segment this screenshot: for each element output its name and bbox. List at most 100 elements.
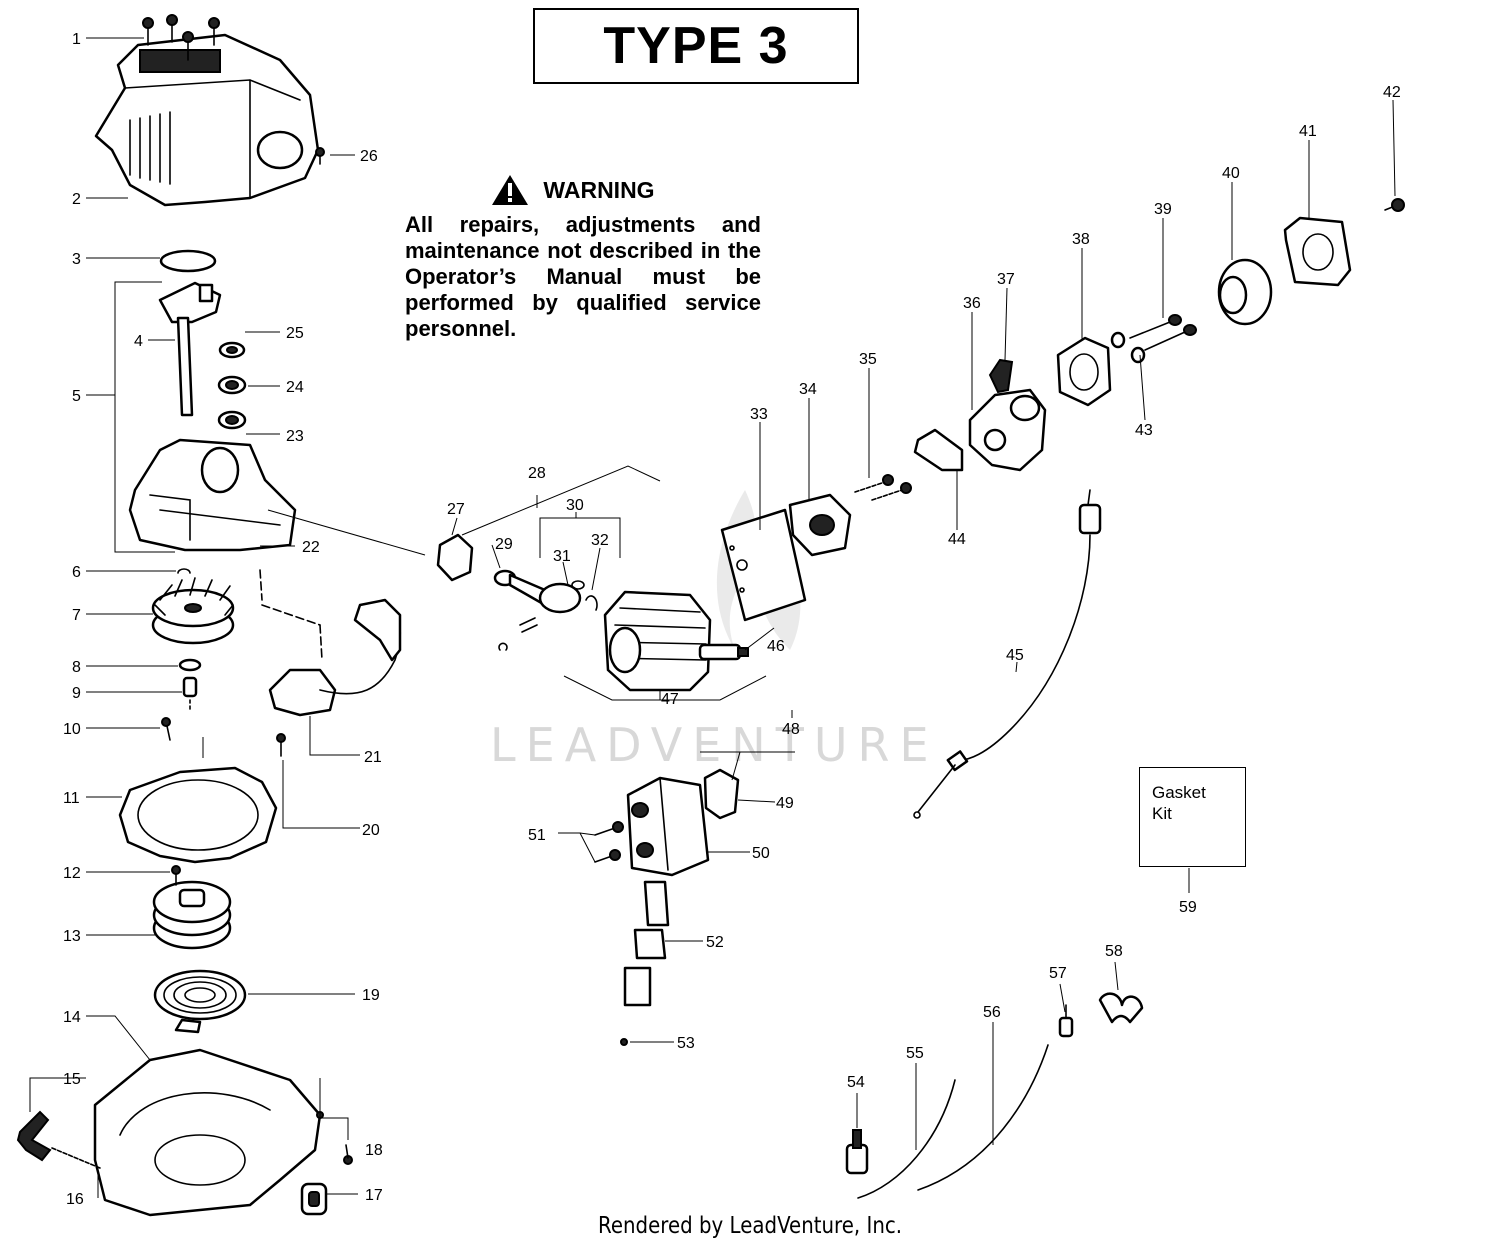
callout-23: 23 [286,428,304,445]
intake-screws-part [854,474,912,501]
crankshaft-part [158,281,222,417]
callout-13: 13 [63,928,81,945]
cover-screws-part [142,14,325,165]
callout-15: 15 [63,1071,81,1088]
spark-plug-part [698,643,749,661]
starter-plate-part [118,766,278,864]
callout-10: 10 [63,721,81,738]
gasket-kit-box: Gasket Kit [1139,767,1246,867]
diagram-title: TYPE 3 [603,17,789,75]
bearings-part [217,341,247,430]
flywheel-part [151,577,235,645]
callout-38: 38 [1072,231,1090,248]
callout-2: 2 [72,191,81,208]
callout-44: 44 [948,531,966,548]
callout-47: 47 [661,691,679,708]
fuel-filter-part [845,1129,869,1175]
callout-9: 9 [72,685,81,702]
callout-34: 34 [799,381,817,398]
crankcase-part [128,438,297,552]
callout-26: 26 [360,148,378,165]
cylinder-part [603,590,712,692]
starter-housing-part [93,1048,324,1217]
callout-29: 29 [495,536,513,553]
fuel-line-long-part [917,1044,1049,1191]
callout-32: 32 [591,532,609,549]
gasket-kit-label-line1: Gasket [1152,783,1206,802]
air-filter-element-part [1217,258,1273,326]
carburetor-part [968,358,1047,472]
callout-labels: 1 2 3 4 5 6 7 8 9 10 11 12 13 14 15 16 1… [63,31,1401,1208]
muffler-gasket-part [703,768,740,820]
callout-50: 50 [752,845,770,862]
callout-57: 57 [1049,965,1067,982]
carburetor-gasket-part [913,428,964,472]
callout-43: 43 [1135,422,1153,439]
muffler-small-screw-part [620,1038,628,1046]
callout-33: 33 [750,406,768,423]
ignition-module-part [259,569,402,757]
callout-54: 54 [847,1074,865,1091]
callout-35: 35 [859,351,877,368]
cylinder-gasket-part [436,533,474,582]
washer-sleeve-screw-part [161,658,202,741]
callout-6: 6 [72,564,81,581]
warning-notice: WARNING All repairs, adjustments and mai… [405,174,761,342]
callout-58: 58 [1105,943,1123,960]
callout-45: 45 [1006,647,1024,664]
fuel-vent-part [1058,1004,1074,1038]
warning-heading: WARNING [543,176,655,203]
engine-cover-part [94,33,320,207]
callout-55: 55 [906,1045,924,1062]
callout-7: 7 [72,607,81,624]
callout-30: 30 [566,497,584,514]
watermark: LEADVENTURE [490,718,939,772]
callout-40: 40 [1222,165,1240,182]
circlip-part [177,568,191,574]
callout-3: 3 [72,251,81,268]
callout-31: 31 [553,548,571,565]
callout-36: 36 [963,295,981,312]
callout-1: 1 [72,31,81,48]
housing-screw-grommet-part [300,1144,353,1216]
fuel-line-short-part [857,1079,956,1199]
muffler-screws-part [594,821,624,863]
callout-41: 41 [1299,123,1317,140]
callout-21: 21 [364,749,382,766]
callout-25: 25 [286,325,304,342]
piston-assembly-part [493,569,598,651]
air-filter-base-part [1056,336,1112,407]
footer-credit: Rendered by LeadVenture, Inc. [598,1213,903,1239]
callout-12: 12 [63,865,81,882]
gasket-kit-label-line2: Kit [1152,804,1172,823]
callout-17: 17 [365,1187,383,1204]
spark-screen-part [623,880,670,1007]
callout-53: 53 [677,1035,695,1052]
callout-39: 39 [1154,201,1172,218]
callout-16: 16 [66,1191,84,1208]
throttle-cable-part [913,489,1102,819]
callout-49: 49 [776,795,794,812]
callout-24: 24 [286,379,304,396]
o-ring-part [159,249,217,273]
callout-19: 19 [362,987,380,1004]
callout-11: 11 [63,790,80,807]
warning-triangle-icon [492,175,529,205]
warning-text: All repairs, adjustments and maintenance… [405,212,761,341]
callout-56: 56 [983,1004,1001,1021]
callout-20: 20 [362,822,380,839]
fuel-line-clip-part [1098,992,1144,1024]
callout-27: 27 [447,501,465,518]
callout-18: 18 [365,1142,383,1159]
callout-8: 8 [72,659,81,676]
muffler-part [626,776,710,877]
callout-52: 52 [706,934,724,951]
callout-46: 46 [767,638,785,655]
starter-handle-part [16,1110,101,1169]
recoil-spring-part [153,969,247,1034]
leader-lines [29,37,1396,1198]
callout-59: 59 [1179,899,1197,916]
callout-51: 51 [528,827,546,844]
warning-header: WARNING [405,174,761,206]
